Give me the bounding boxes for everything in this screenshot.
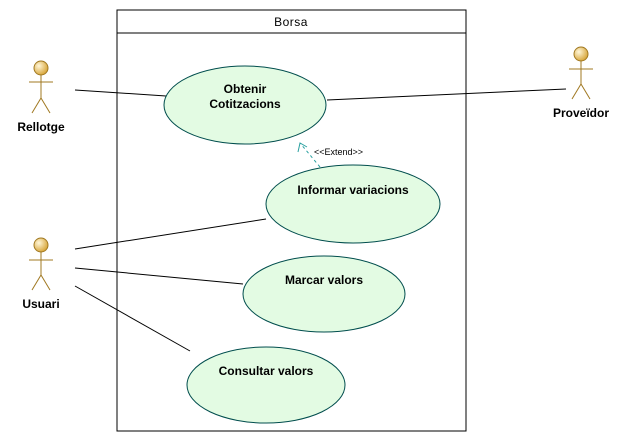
actor-rellotge-figure-icon	[29, 60, 53, 114]
usecase-consultar-valors[interactable]: Consultar valors	[186, 346, 346, 424]
association-usuari-informar[interactable]	[74, 218, 267, 250]
actor-usuari[interactable]: Usuari	[22, 237, 60, 311]
associations	[74, 88, 567, 352]
association-rellotge-obtenir[interactable]	[74, 89, 167, 97]
extend-label: <<Extend>>	[314, 147, 363, 157]
actor-proveidor-label: Proveïdor	[553, 106, 609, 120]
usecase-obtenir-label-line1: Obtenir	[224, 82, 267, 96]
actor-usuari-label: Usuari	[22, 297, 59, 311]
extend-arrowhead-icon	[297, 142, 308, 153]
actor-proveidor-figure-icon	[569, 46, 593, 100]
usecase-consultar-label: Consultar valors	[219, 364, 314, 378]
association-usuari-consultar[interactable]	[74, 285, 191, 352]
association-proveidor-obtenir[interactable]	[326, 88, 567, 101]
extend-relation[interactable]: <<Extend>>	[297, 142, 363, 168]
actor-proveidor[interactable]: Proveïdor	[553, 46, 609, 120]
actor-rellotge[interactable]: Rellotge	[17, 60, 65, 134]
usecase-obtenir-label-line2: Cotitzacions	[209, 97, 281, 111]
usecase-marcar-valors[interactable]: Marcar valors	[242, 255, 406, 333]
association-usuari-marcar[interactable]	[74, 267, 244, 285]
usecase-obtenir-cotitzacions[interactable]: Obtenir Cotitzacions	[163, 65, 327, 145]
usecase-marcar-label: Marcar valors	[285, 273, 363, 287]
system-title: Borsa	[274, 15, 308, 29]
actor-rellotge-label: Rellotge	[17, 120, 65, 134]
usecase-informar-label: Informar variacions	[297, 183, 409, 197]
usecase-informar-variacions[interactable]: Informar variacions	[265, 164, 441, 244]
actor-usuari-figure-icon	[29, 237, 53, 291]
